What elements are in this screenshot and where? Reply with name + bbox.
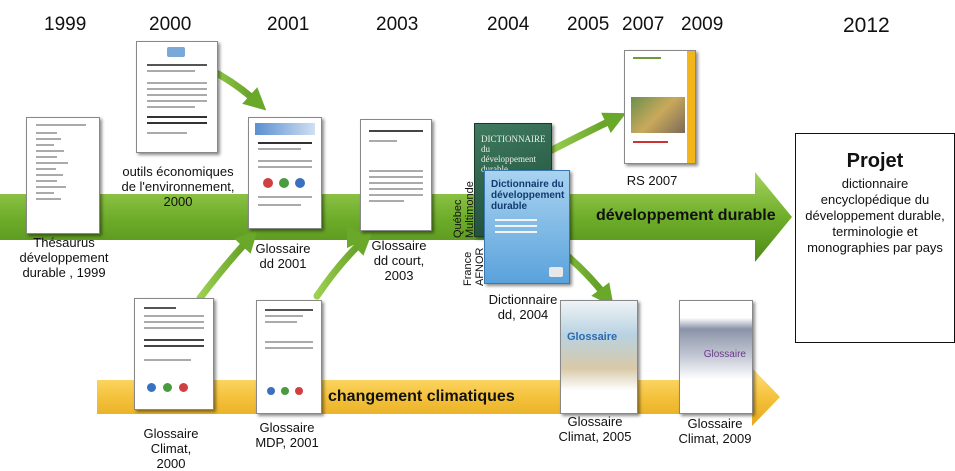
year-2005: 2005 xyxy=(567,14,610,35)
arrow-dict-to-rs xyxy=(544,112,627,156)
projet-description: dictionnaire encyclopédique du développe… xyxy=(805,176,945,255)
glossaire-climat-2005-cover: Glossaire xyxy=(560,300,638,414)
year-2012: 2012 xyxy=(843,14,890,37)
caption-glossaire-dd-court: Glossaire dd court, 2003 xyxy=(371,238,427,283)
glossaire-climat-2009-title: Glossaire xyxy=(703,349,746,360)
caption-france: France AFNOR xyxy=(462,247,486,287)
outils-economiques-document xyxy=(136,41,218,153)
caption-glossaire-climat-2005: Glossaire Climat, 2005 xyxy=(558,414,632,444)
glossaire-dd-court-document xyxy=(360,119,432,231)
glossaire-climat-2005-title: Glossaire xyxy=(567,331,618,343)
rs-2007-document xyxy=(624,50,696,164)
caption-thesaurus: Thésaurus développement durable , 1999 xyxy=(19,235,109,280)
caption-dictionnaire: Dictionnaire dd, 2004 xyxy=(488,292,558,322)
projet-box: Projet dictionnaire encyclopédique du dé… xyxy=(795,133,955,343)
caption-quebec: Québec Multimonde xyxy=(452,181,476,238)
year-1999: 1999 xyxy=(44,14,87,35)
thesaurus-document xyxy=(26,117,100,234)
dictionnaire-afnor-title: Dictionnaire du développement durable xyxy=(491,179,565,212)
glossaire-climat-2009-cover: Glossaire xyxy=(679,300,753,414)
caption-outils: outils économiques de l'environnement, 2… xyxy=(121,164,235,209)
year-2003: 2003 xyxy=(376,14,419,35)
caption-glossaire-climat-2009: Glossaire Climat, 2009 xyxy=(678,416,752,446)
caption-glossaire-climat-2000: Glossaire Climat, 2000 xyxy=(143,426,199,471)
caption-glossaire-dd-2001: Glossaire dd 2001 xyxy=(255,241,311,271)
glossaire-dd-2001-document xyxy=(248,117,322,229)
glossaire-mdp-document xyxy=(256,300,322,414)
dictionnaire-afnor-cover: Dictionnaire du développement durable xyxy=(484,170,570,284)
year-2000: 2000 xyxy=(149,14,192,35)
caption-rs-2007: RS 2007 xyxy=(626,173,678,188)
dictionnaire-multimonde-title: DICTIONNAIRE du développement durable xyxy=(481,134,546,174)
projet-title: Projet xyxy=(846,150,904,172)
year-2009: 2009 xyxy=(681,14,724,35)
year-2007: 2007 xyxy=(622,14,665,35)
year-2001: 2001 xyxy=(267,14,310,35)
year-2004: 2004 xyxy=(487,14,530,35)
caption-glossaire-mdp: Glossaire MDP, 2001 xyxy=(255,420,319,450)
changement-climatiques-label: changement climatiques xyxy=(328,388,515,405)
glossaire-climat-2000-document xyxy=(134,298,214,410)
developpement-durable-label: développement durable xyxy=(596,207,776,224)
